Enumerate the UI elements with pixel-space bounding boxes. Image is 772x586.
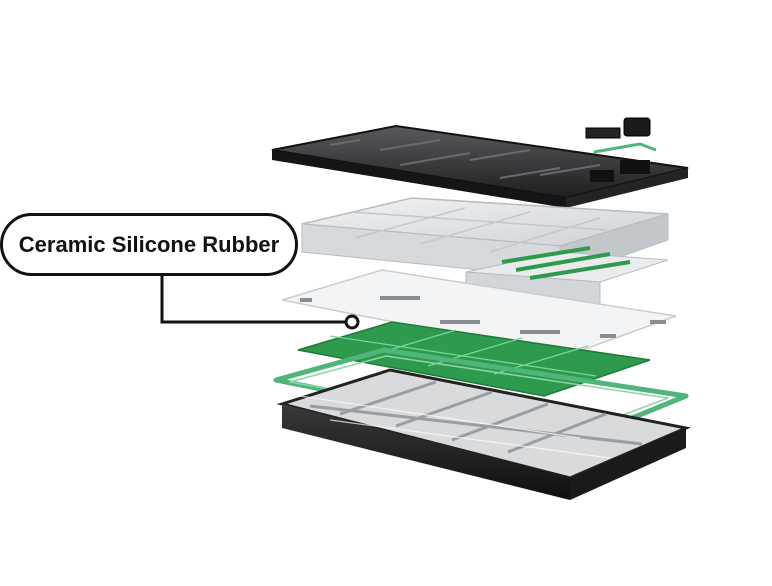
top-cover-lid — [271, 117, 689, 208]
thermal-pad-block — [301, 197, 669, 307]
callout-leader-line — [160, 276, 360, 330]
callout-anchor-dot — [344, 314, 360, 330]
callout-label: Ceramic Silicone Rubber — [18, 231, 280, 257]
bottom-tray — [276, 368, 692, 500]
ceramic-silicone-rubber-callout: Ceramic Silicone Rubber — [0, 213, 298, 276]
